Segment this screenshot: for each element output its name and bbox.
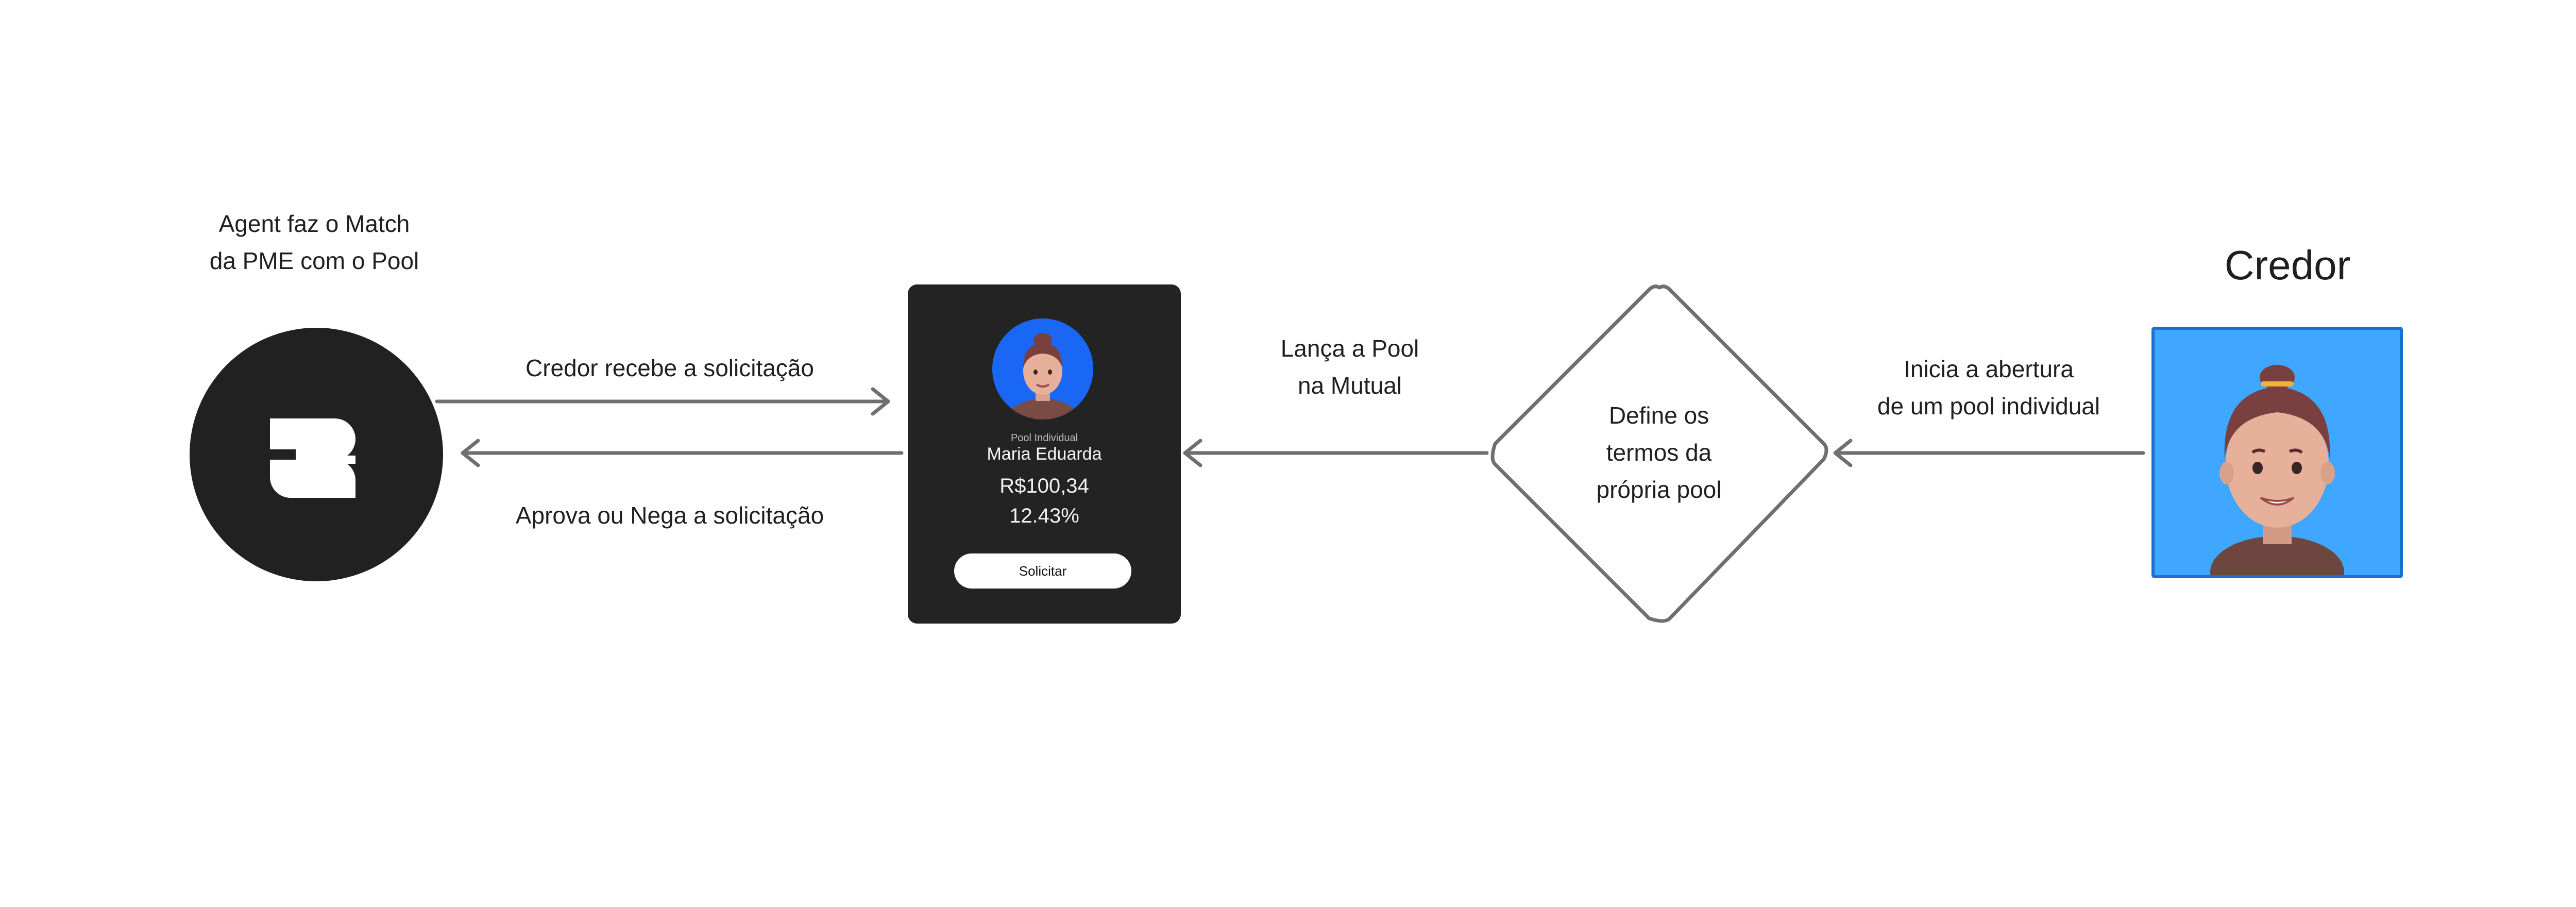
credor-node[interactable] bbox=[2151, 327, 2403, 578]
launch-label-line2: na Mutual bbox=[1297, 372, 1402, 399]
pool-subtitle: Pool Individual bbox=[1010, 432, 1078, 444]
pool-amount: R$100,34 bbox=[999, 475, 1089, 497]
credor-title: Credor bbox=[2224, 242, 2351, 288]
arrow-agent-to-card bbox=[435, 387, 890, 416]
person-avatar-icon bbox=[2210, 365, 2344, 575]
decision-text-line1: Define os bbox=[1608, 402, 1709, 429]
start-label-line1: Inicia a abertura bbox=[1904, 356, 2074, 382]
arrow-decision-to-card bbox=[1183, 439, 1489, 467]
approve-deny-label: Aprova ou Nega a solicitação bbox=[515, 502, 824, 529]
decision-text-line2: termos da bbox=[1606, 439, 1712, 466]
receive-request-label: Credor recebe a solicitação bbox=[526, 355, 814, 381]
person-avatar-icon bbox=[992, 318, 1093, 419]
agent-caption-line1: Agent faz o Match bbox=[218, 210, 410, 237]
agent-caption-line2: da PME com o Pool bbox=[209, 247, 419, 274]
pool-rate: 12.43% bbox=[1009, 505, 1079, 527]
request-button[interactable]: Solicitar bbox=[954, 553, 1131, 589]
arrow-credor-to-decision bbox=[1833, 439, 2145, 467]
decision-text-line3: própria pool bbox=[1596, 476, 1722, 503]
pool-owner-name: Maria Eduarda bbox=[987, 444, 1102, 464]
arrow-card-to-agent bbox=[461, 439, 904, 467]
start-label-line2: de um pool individual bbox=[1877, 393, 2100, 419]
decision-diamond bbox=[1490, 284, 1828, 623]
z-logo-icon bbox=[270, 418, 355, 498]
agent-node[interactable] bbox=[190, 328, 443, 581]
launch-label-line1: Lança a Pool bbox=[1280, 335, 1419, 362]
